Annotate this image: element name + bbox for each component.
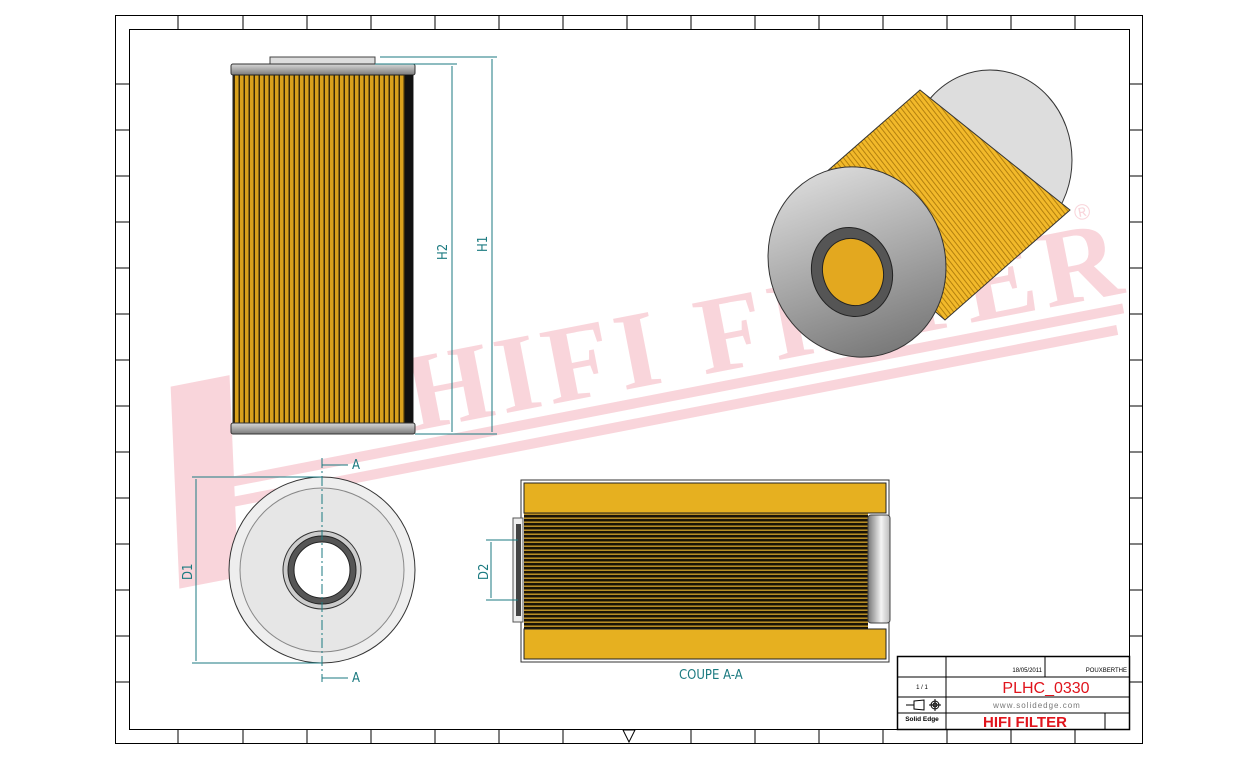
section-view [486, 479, 891, 663]
drawing-title: PLHC_0330 [1002, 680, 1089, 697]
company-name: HIFI FILTER [983, 714, 1067, 731]
svg-text:®: ® [1072, 198, 1093, 226]
dimension-label-h2: H2 [436, 244, 451, 260]
dimension-label-h1: H1 [476, 236, 491, 252]
title-block: 18/05/2011 POUXBERTHE 1 / 1 PLHC_0330 ww… [896, 655, 1131, 731]
front-view [230, 56, 416, 435]
date-value: 18/05/2011 [1012, 668, 1042, 674]
zone-ticks [115, 15, 1143, 744]
dimension-label-d2: D2 [477, 564, 492, 580]
isometric-view [767, 69, 1073, 358]
end-view [228, 458, 416, 682]
dimension-label-d1: D1 [181, 564, 196, 580]
drawn-by-value: POUXBERTHE [1086, 668, 1127, 674]
projection-symbol-icon [906, 699, 941, 711]
sheet-value: 1 / 1 [916, 685, 928, 691]
dimension-h2 [375, 56, 497, 435]
section-caption: COUPE A-A [679, 668, 743, 683]
section-marker-bottom: A [352, 671, 360, 686]
section-marker-top: A [352, 458, 360, 473]
website-link: www.solidedge.com [992, 701, 1081, 710]
center-mark-icon [622, 729, 636, 744]
dimension-d1 [192, 476, 322, 664]
software-name: Solid Edge [905, 716, 939, 723]
outer-border [115, 15, 1143, 744]
